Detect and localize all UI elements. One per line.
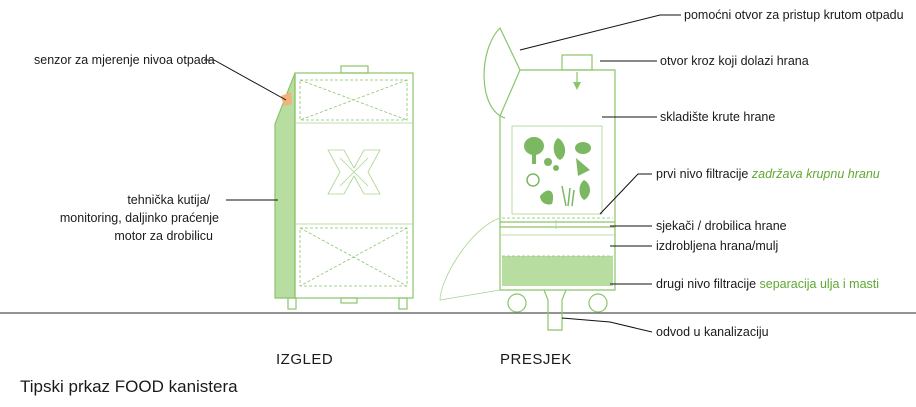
aux-door-arc bbox=[483, 26, 521, 119]
foot-right bbox=[398, 297, 408, 310]
leader-aux bbox=[519, 14, 681, 51]
drain-cap bbox=[340, 297, 358, 304]
view-label-section: PRESJEK bbox=[500, 351, 572, 368]
label-grinder: sjekači / drobilica hrane bbox=[656, 219, 787, 233]
section-body bbox=[499, 69, 616, 291]
section-view bbox=[439, 26, 616, 331]
label-filter2: drugi nivo filtracije separacija ulja i … bbox=[656, 277, 879, 291]
label-drain: odvod u kanalizaciju bbox=[656, 325, 769, 339]
view-label-exterior: IZGLED bbox=[276, 351, 333, 368]
inlet-arrow bbox=[573, 82, 581, 90]
label-filter2-suffix: separacija ulja i masti bbox=[760, 277, 880, 291]
leader-sensor bbox=[204, 59, 287, 101]
lower-panel bbox=[299, 227, 408, 287]
label-solid-storage: skladište krute hrane bbox=[660, 110, 775, 124]
drain-outlet bbox=[543, 289, 567, 331]
label-tech-box-2: monitoring, daljinko praćenje bbox=[60, 211, 219, 225]
leader-lines bbox=[204, 14, 681, 333]
label-sensor: senzor za mjerenje nivoa otpada bbox=[34, 53, 215, 67]
leader-filter1 bbox=[599, 173, 652, 215]
label-food-inlet: otvor kroz koji dolazi hrana bbox=[660, 54, 809, 68]
upper-panel bbox=[299, 79, 408, 121]
label-filter1: prvi nivo filtracije zadržava krupnu hra… bbox=[656, 167, 880, 181]
food-inlet bbox=[561, 54, 593, 71]
label-aux-opening: pomoćni otvor za pristup krutom otpadu bbox=[684, 8, 904, 22]
technical-box bbox=[274, 72, 296, 299]
ground-food-fill bbox=[502, 256, 613, 286]
diagram-caption: Tipski prkaz FOOD kanistera bbox=[20, 377, 238, 396]
label-ground-food: izdrobljena hrana/mulj bbox=[656, 239, 778, 253]
label-filter1-prefix: prvi nivo filtracije bbox=[656, 167, 748, 181]
exterior-view bbox=[274, 65, 414, 310]
exterior-body bbox=[294, 72, 414, 299]
food-icons bbox=[524, 137, 591, 207]
upper-panel-diag-b bbox=[299, 79, 408, 121]
label-tech-box-1: tehnička kutija/ bbox=[127, 193, 210, 207]
logo-mark bbox=[327, 149, 381, 195]
lower-panel-diag-b bbox=[299, 227, 408, 287]
solid-storage-box bbox=[511, 125, 603, 215]
label-filter2-prefix: drugi nivo filtracije bbox=[656, 277, 756, 291]
label-filter1-suffix: zadržava krupnu hranu bbox=[751, 167, 880, 181]
label-tech-box-3: motor za drobilicu bbox=[114, 229, 213, 243]
leader-drain bbox=[561, 317, 653, 333]
wheel-left bbox=[507, 293, 527, 313]
exterior-top-tab bbox=[340, 65, 369, 74]
foot-left bbox=[287, 297, 297, 310]
level-sensor bbox=[281, 92, 292, 106]
lower-door-arc bbox=[439, 217, 501, 301]
wheel-right bbox=[588, 293, 608, 313]
